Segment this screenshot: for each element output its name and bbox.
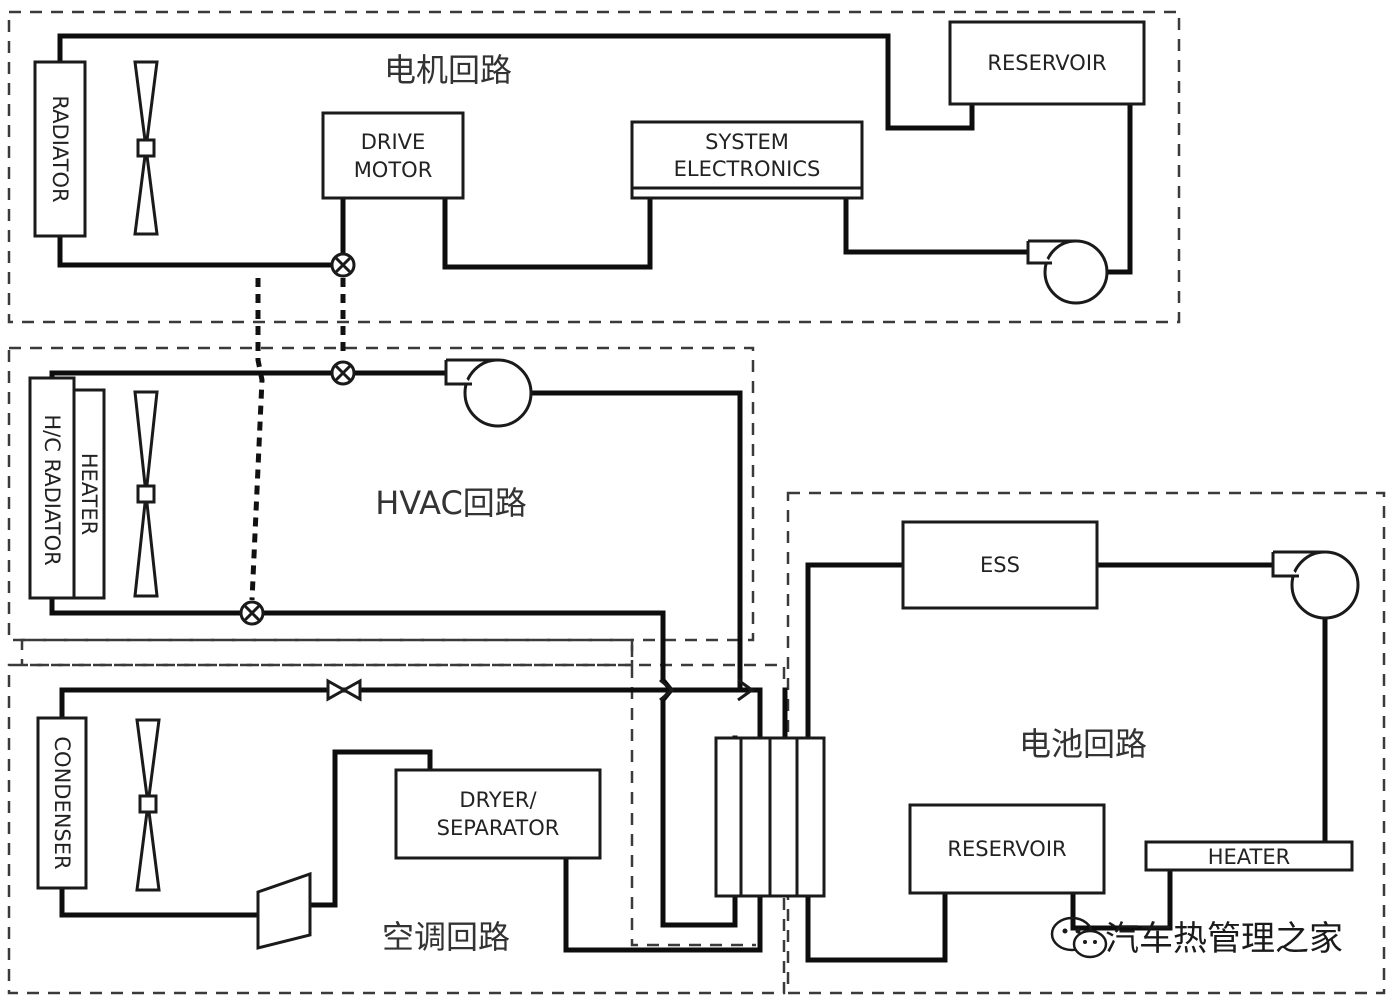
battery-heater-to-reservoir-pipe [1070,865,1173,931]
system-electronics-box [630,120,864,200]
dryer-separator-box [394,768,602,860]
hvac-pump-icon [444,358,533,428]
hvac-bottom-pipe [49,595,243,616]
motor-to-electronics-pipe [442,195,653,270]
radiator-box [33,60,87,238]
reservoir-top-label: RESERVOIR [987,51,1106,75]
motor-loop-top-pipe [57,33,975,131]
motor-pump-icon [1026,239,1109,305]
heater-vertical-box [72,388,106,600]
ac-loop-label: 空调回路 [382,918,510,956]
battery-ess-inlet-pipe [805,562,906,741]
radiator-hvac-dotted-link [249,278,265,601]
ac-condenser-bottom-pipe [59,885,261,918]
system-electronics-label-line2: ELECTRONICS [674,157,821,181]
ac-top-pipe [59,687,763,741]
ess-label: ESS [980,553,1020,577]
electronics-to-pump-pipe [843,195,1031,255]
heater-vertical-label: HEATER [77,453,101,535]
condenser-box [36,716,88,890]
fan-icon [133,390,159,598]
flow-arrow-upper [737,678,755,702]
dryer-separator-label-line1: DRYER/ [459,788,537,812]
reservoir-bottom-box [908,803,1106,895]
heater-horizontal-box [1144,840,1354,872]
expansion-valve-icon [326,678,362,702]
ac-compressor-outlet-pipe [307,749,433,908]
valve-motor-icon [330,252,356,278]
hvac-pump-outlet-pipe [495,390,743,693]
system-electronics-label-line1: SYSTEM [705,130,789,154]
hvac-loop-label: HVAC回路 [375,484,527,522]
radiator-label: RADIATOR [48,95,72,202]
fan-icon [133,60,159,236]
hc-radiator-label: H/C RADIATOR [40,414,64,565]
drive-motor-box [321,111,465,200]
compressor-icon [256,871,312,950]
motor-loop-label: 电机回路 [384,51,512,89]
ac-dryer-outlet-pipe [563,855,763,953]
hc-radiator-box [28,376,76,600]
ess-box [901,520,1099,610]
heater-horizontal-label: HEATER [1208,845,1290,869]
reservoir-bottom-label: RESERVOIR [947,837,1066,861]
flow-arrow-lower [659,678,675,702]
valve-hvac-top-icon [330,360,356,386]
valve-hvac-bottom-icon [239,600,265,626]
hvac-top-pipe [49,370,335,381]
battery-loop-label: 电池回路 [1019,725,1147,763]
motor-loop-region [7,10,1181,324]
wechat-icon [1050,916,1108,959]
inner-ac-dashed-boundary [630,645,756,947]
drive-motor-label-line1: DRIVE [361,130,426,154]
watermark-text: 汽车热管理之家 [1105,919,1343,959]
battery-pump-icon [1271,550,1360,620]
heat-exchanger-icon [714,736,826,898]
motor-loop-left-pipe [57,233,335,268]
battery-reservoir-to-exchanger-pipe [805,890,948,963]
drive-motor-label-line2: MOTOR [354,158,433,182]
condenser-label: CONDENSER [50,736,74,869]
reservoir-top-box [948,20,1146,106]
dryer-separator-label-line2: SEPARATOR [437,816,560,840]
inner-hvac-ac-region [20,638,634,667]
fan-icon [135,718,161,892]
